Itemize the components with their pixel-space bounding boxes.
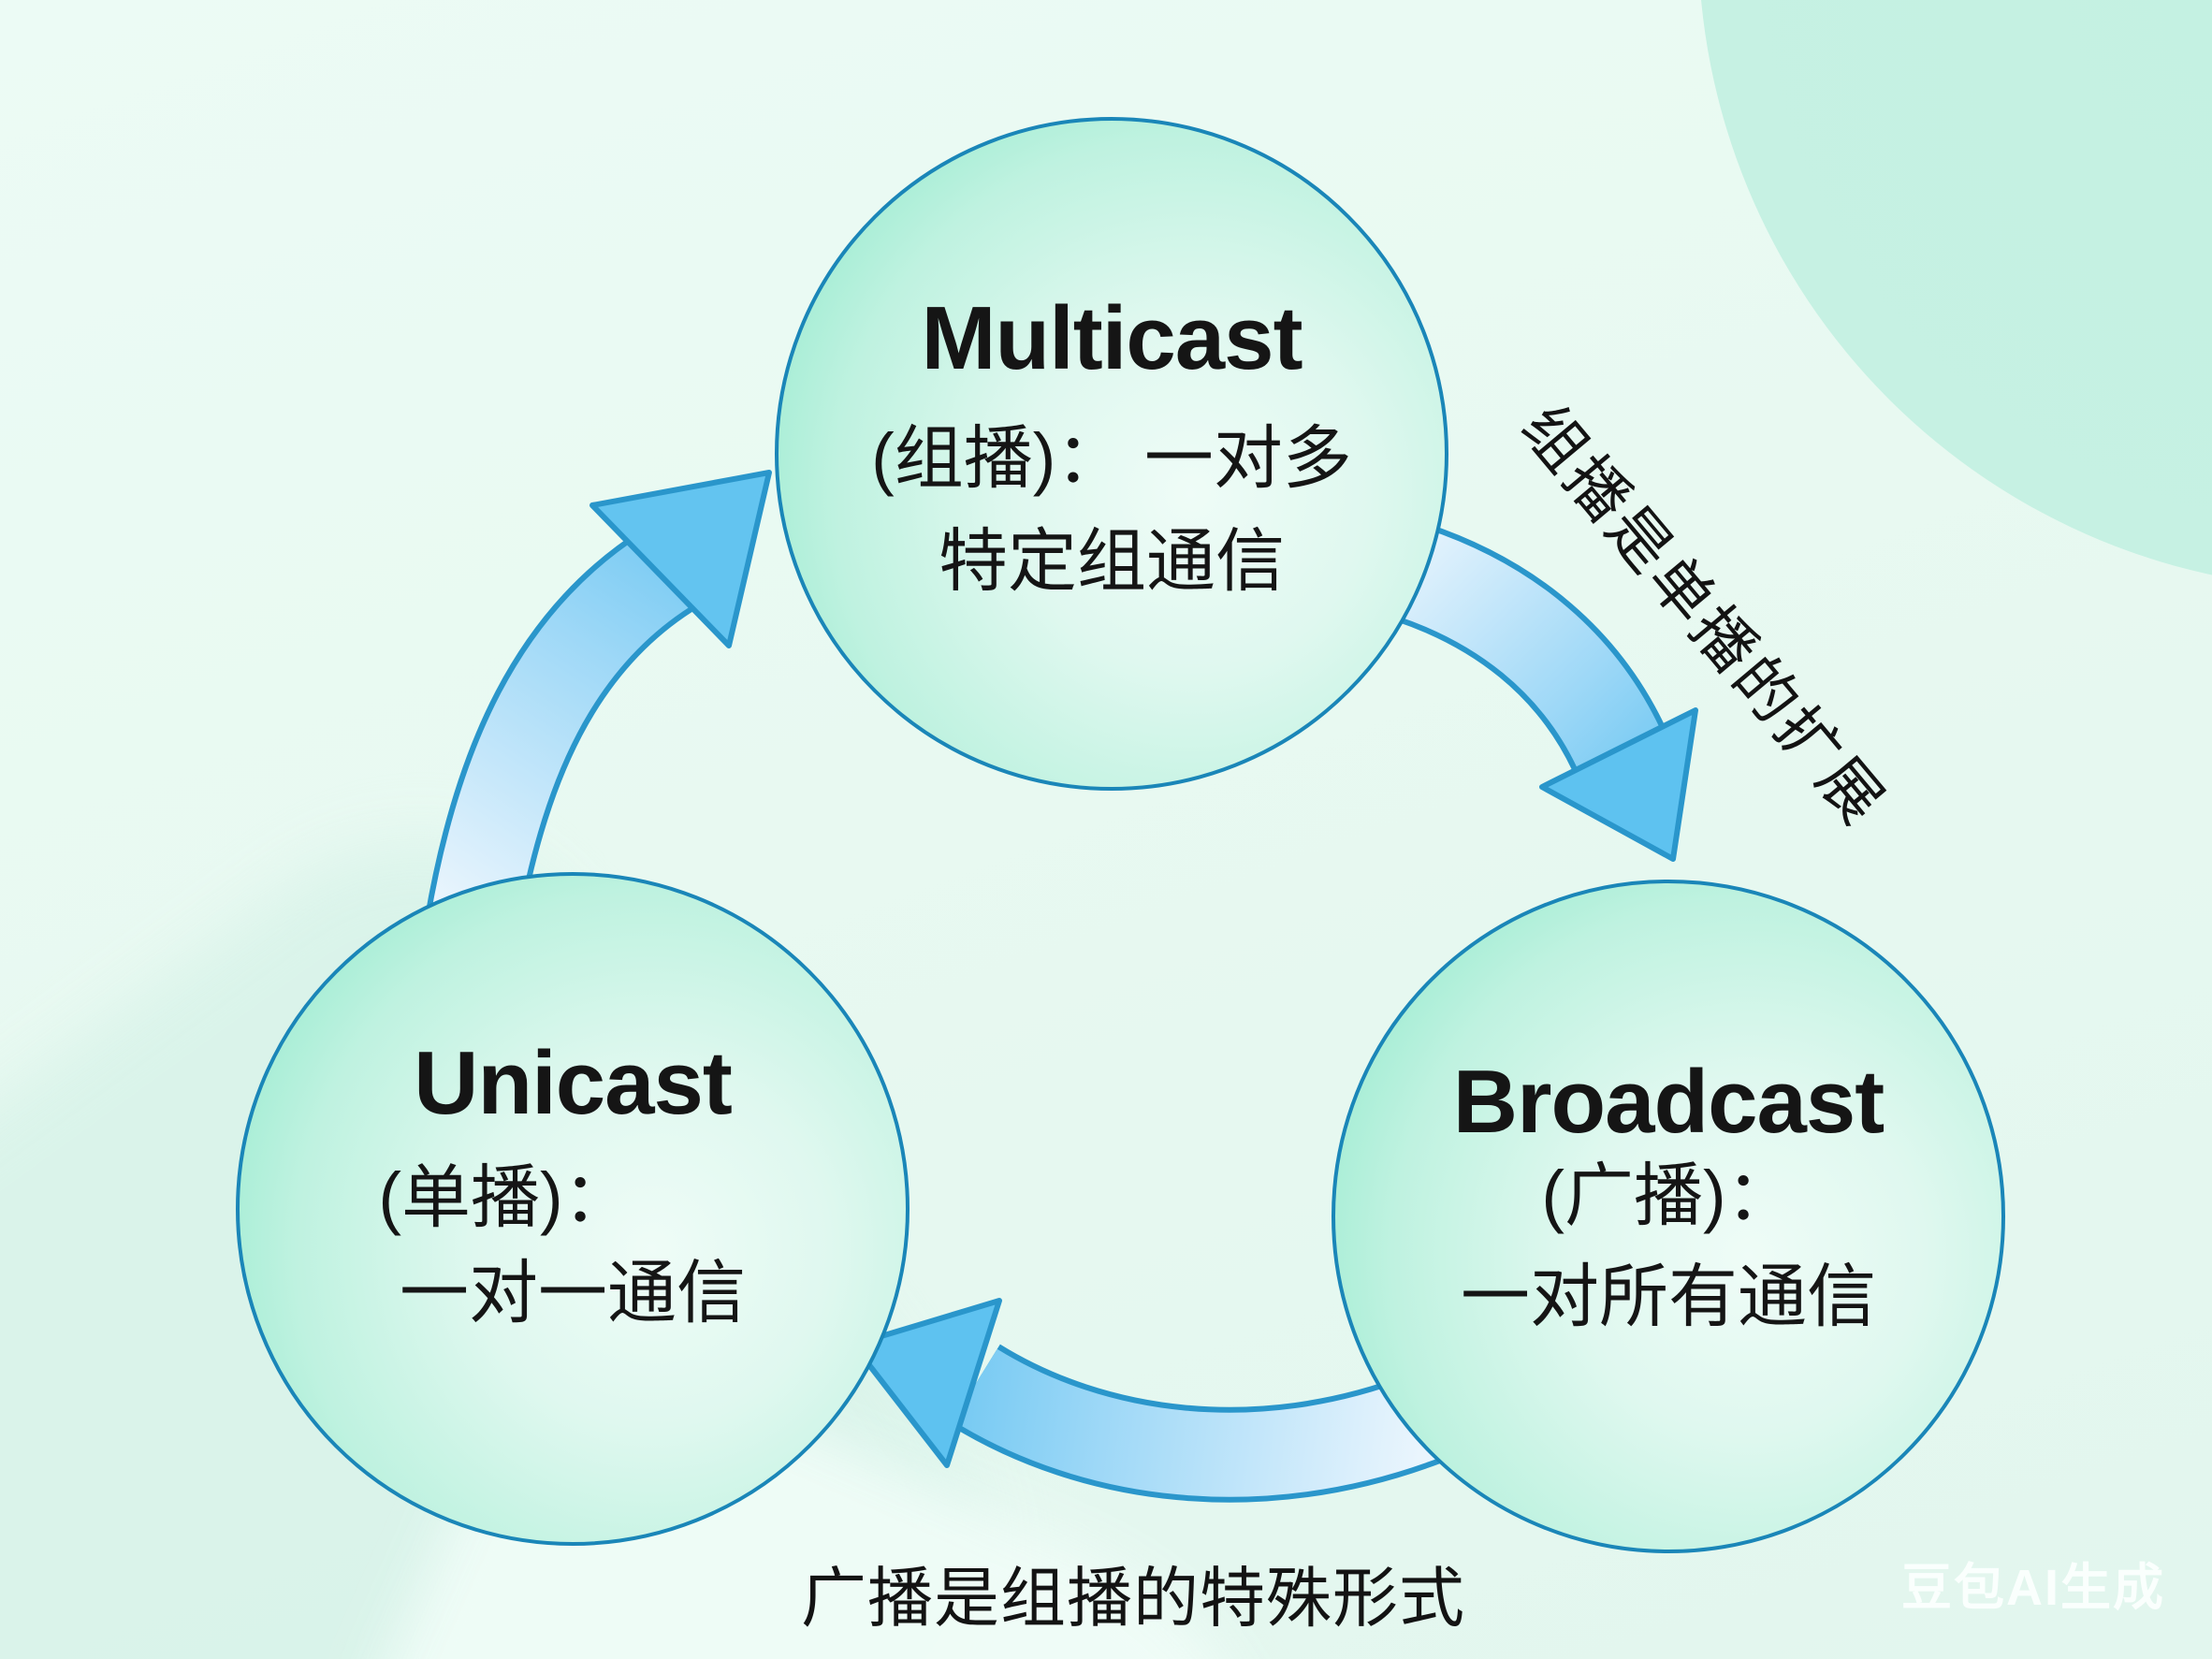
node-broadcast-subtitle-line2: 一对所有通信	[1461, 1258, 1876, 1335]
node-broadcast-circle	[1332, 880, 2005, 1553]
node-unicast-title: Unicast	[414, 1033, 733, 1133]
node-multicast-subtitle-line2: 特定组通信	[939, 522, 1285, 600]
node-unicast-circle	[236, 872, 910, 1546]
arrowhead-to-multicast	[589, 470, 772, 648]
edge-label-broadcast-to-unicast: 广播是组播的特殊形式	[801, 1562, 1465, 1635]
node-multicast-title: Multicast	[921, 288, 1302, 388]
node-multicast-subtitle-line1: (组播)： 一对多	[871, 419, 1352, 497]
arrowhead-to-broadcast	[1539, 707, 1698, 862]
arrowhead-to-unicast	[851, 1298, 1002, 1468]
node-unicast-subtitle-line1: (单播)：	[378, 1158, 633, 1236]
node-broadcast-title: Broadcast	[1452, 1052, 1885, 1152]
watermark: 豆包AI生成	[1901, 1560, 2165, 1616]
node-multicast-circle	[775, 117, 1448, 791]
node-broadcast-subtitle-line1: (广播)：	[1541, 1157, 1796, 1234]
node-unicast-subtitle-line2: 一对一通信	[400, 1254, 746, 1332]
arrow-unicast-to-multicast	[424, 470, 772, 935]
arrow-broadcast-to-unicast	[851, 1298, 1442, 1503]
